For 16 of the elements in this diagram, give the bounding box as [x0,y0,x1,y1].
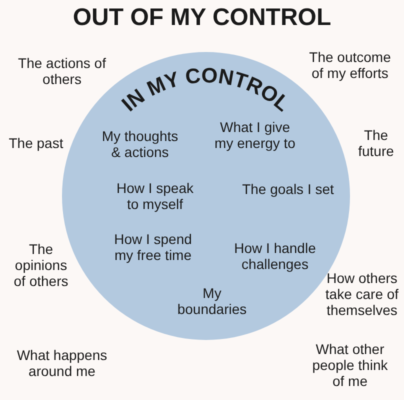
outside-item: What happens around me [16,347,108,379]
control-item: The goals I set [241,181,335,197]
control-item: How I spend my free time [113,231,193,263]
outside-item: The past [8,135,64,151]
control-item: My boundaries [176,285,248,317]
outside-item: The opinions of others [12,241,70,289]
control-item: My thoughts & actions [100,128,180,160]
control-item: What I give my energy to [214,119,296,151]
outside-item: The actions of others [17,55,107,87]
control-item: How I speak to myself [115,180,195,212]
control-item: How I handle challenges [233,240,317,272]
outside-item: The outcome of my efforts [308,49,392,81]
outside-item: What other people think of me [311,341,389,389]
page-title: OUT OF MY CONTROL [72,4,332,32]
outside-item: The future [357,127,395,159]
outside-item: How others take care of themselves [324,270,400,318]
